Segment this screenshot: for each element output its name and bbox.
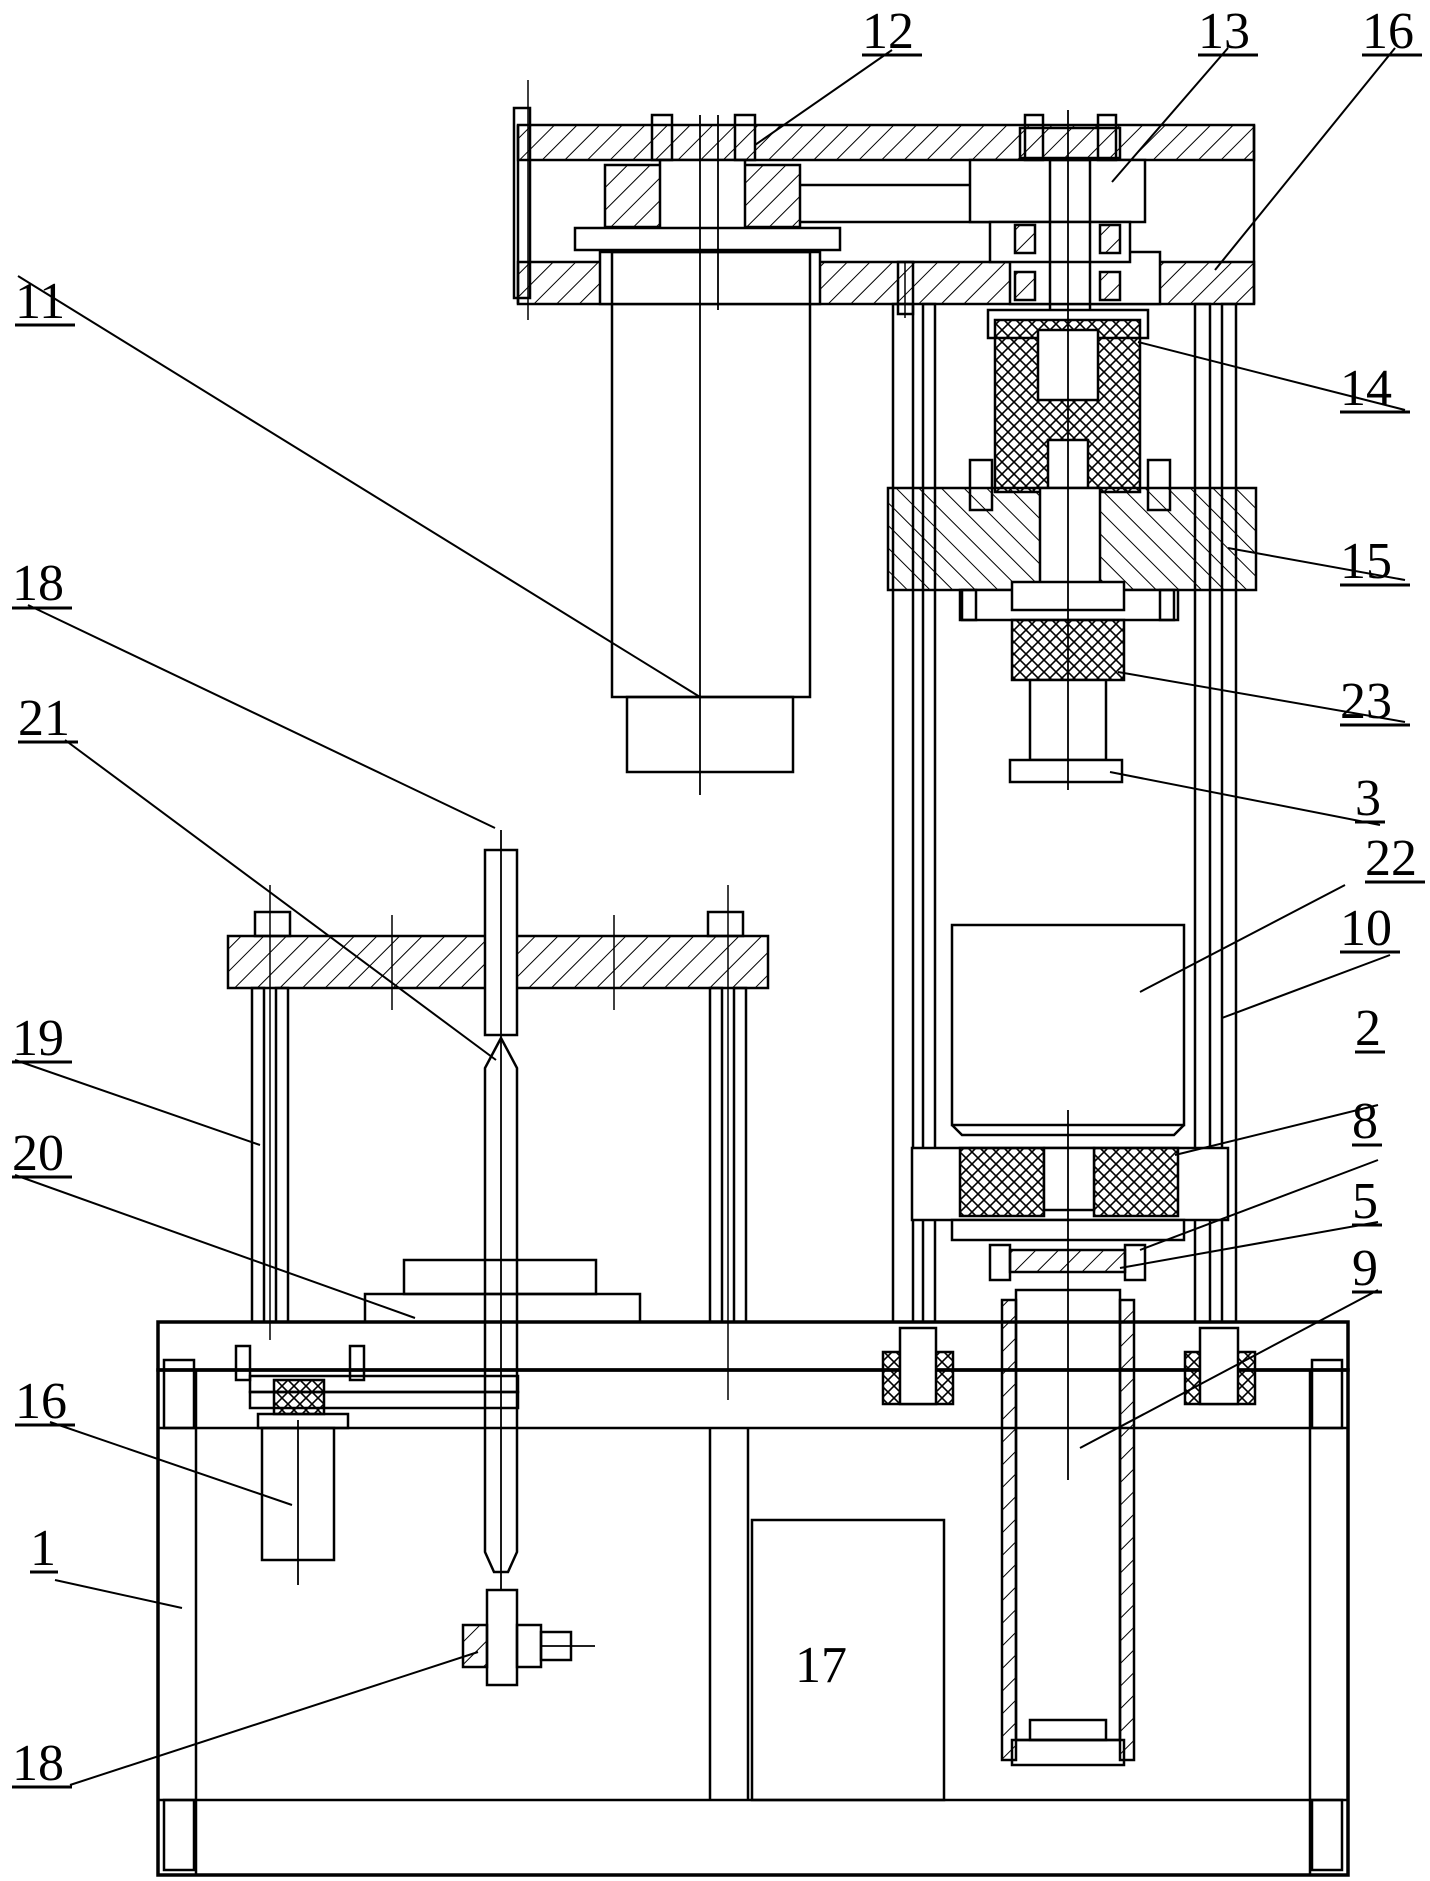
top-plate-assembly — [512, 80, 1256, 372]
label-12: 12 — [862, 3, 914, 60]
label-19: 19 — [12, 1010, 64, 1067]
label-8: 8 — [1352, 1093, 1378, 1150]
column-feet — [881, 1326, 1257, 1406]
label-16-bottom: 16 — [15, 1373, 67, 1430]
part-labels: 1 2 3 5 8 9 10 11 12 13 14 15 16 16 17 1… — [12, 3, 1417, 1792]
control-box — [750, 1518, 946, 1802]
label-3: 3 — [1355, 770, 1381, 827]
label-2: 2 — [1355, 1000, 1381, 1057]
leader-lines — [14, 47, 1406, 1786]
label-5: 5 — [1352, 1173, 1378, 1230]
motor-11 — [610, 115, 812, 795]
label-23: 23 — [1340, 673, 1392, 730]
label-18-bottom: 18 — [12, 1735, 64, 1792]
label-22: 22 — [1365, 830, 1417, 887]
label-13: 13 — [1198, 3, 1250, 60]
label-20: 20 — [12, 1125, 64, 1182]
label-15: 15 — [1340, 533, 1392, 590]
label-16-top: 16 — [1362, 3, 1414, 60]
label-10: 10 — [1340, 900, 1392, 957]
work-table — [910, 923, 1230, 1480]
head-assembly — [886, 110, 1258, 790]
label-1: 1 — [30, 1520, 56, 1577]
label-underlines — [12, 53, 1425, 1789]
label-14: 14 — [1340, 360, 1392, 417]
label-18-top: 18 — [12, 555, 64, 612]
label-11: 11 — [15, 273, 65, 330]
left-station — [226, 830, 770, 1687]
lifting-cylinder — [1000, 1288, 1136, 1767]
label-21: 21 — [18, 690, 70, 747]
label-17: 17 — [795, 1637, 847, 1694]
label-9: 9 — [1352, 1240, 1378, 1297]
columns — [891, 302, 1238, 1324]
